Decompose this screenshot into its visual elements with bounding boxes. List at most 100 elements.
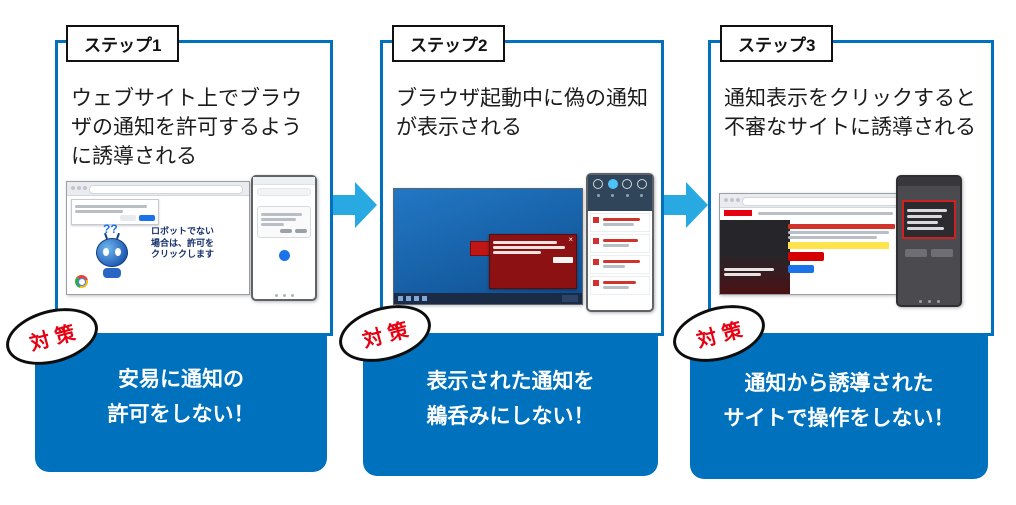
browser-toolbar xyxy=(67,182,249,196)
countermeasure-line: サイトで操作をしない！ xyxy=(723,406,955,430)
site-menu-lines xyxy=(758,210,908,217)
windows-taskbar xyxy=(394,293,582,304)
flow-arrow-icon xyxy=(333,182,377,233)
robot-head xyxy=(96,232,128,267)
countermeasure-line: 許可をしない！ xyxy=(107,403,255,426)
body-text-line xyxy=(788,231,890,234)
block-button xyxy=(280,229,292,233)
phone-status-bar xyxy=(898,177,960,186)
warning-text-line xyxy=(907,227,945,230)
taskbar-icon xyxy=(398,296,403,301)
countermeasure-line: 安易に通知の xyxy=(118,368,244,392)
phone-nav-bar xyxy=(253,294,315,297)
blue-circle-icon xyxy=(278,250,290,261)
robot-speech-text: ロボットでない場合は、許可をクリックします xyxy=(151,226,215,260)
countermeasure-line: 鵜呑みにしない！ xyxy=(426,405,595,428)
close-icon: × xyxy=(568,235,573,244)
cancel-button xyxy=(905,249,927,257)
notification-permission-dialog xyxy=(71,199,159,225)
step3-phone-screenshot xyxy=(896,175,962,307)
robot-eye xyxy=(115,248,121,256)
step-2-label: ステップ2 xyxy=(410,36,488,55)
fake-notification-item xyxy=(590,213,650,232)
chrome-logo-icon xyxy=(75,275,88,288)
step2-desktop-screenshot: × xyxy=(393,188,583,305)
phone-status-bar xyxy=(253,177,315,185)
warning-icon xyxy=(593,238,599,244)
notification-text-line xyxy=(603,218,641,221)
warning-text-line xyxy=(907,215,943,218)
step-3-card: 通知表示をクリックすると不審なサイトに誘導される xyxy=(708,40,994,336)
taisaku-label: 対策 xyxy=(360,317,417,353)
warning-icon xyxy=(593,217,599,223)
countermeasure-line: 表示された通知を xyxy=(426,370,595,394)
step-3-description: 通知表示をクリックすると不審なサイトに誘導される xyxy=(724,87,976,139)
download-button xyxy=(788,265,814,273)
dialog-text-line xyxy=(261,218,296,221)
step-3-tab: ステップ3 xyxy=(720,25,834,62)
taskbar-icon xyxy=(414,296,419,301)
hero-text-line xyxy=(724,268,774,271)
address-bar xyxy=(89,185,243,194)
address-bar xyxy=(742,197,906,206)
quick-settings-panel xyxy=(588,175,652,211)
step-3-label: ステップ3 xyxy=(738,36,816,55)
step-1-label: ステップ1 xyxy=(84,36,162,55)
warning-icon xyxy=(593,259,599,265)
quick-settings-dots xyxy=(591,194,649,197)
quick-settings-icons xyxy=(591,179,649,189)
window-control-icons xyxy=(71,186,87,190)
dialog-text-line xyxy=(75,210,123,213)
warning-buttons xyxy=(898,249,960,257)
yellow-highlight-bar xyxy=(788,242,890,249)
notification-text-line xyxy=(603,260,641,263)
step3-browser-screenshot xyxy=(719,193,913,295)
phone-address-bar xyxy=(257,188,311,196)
step-1-description: ウェブサイト上でブラウザの通知を許可するように誘導される xyxy=(71,87,302,168)
toast-text-line xyxy=(493,241,557,244)
warning-text-line xyxy=(907,221,938,224)
countermeasure-line: 通知から誘導された xyxy=(744,371,934,395)
warning-icon xyxy=(593,280,599,286)
phone-permission-dialog xyxy=(257,206,311,238)
robot-eye xyxy=(103,248,109,256)
install-button xyxy=(931,249,953,257)
step-2-description: ブラウザ起動中に偽の通知が表示される xyxy=(396,87,648,139)
body-text-line xyxy=(788,236,878,239)
step-2-card: ブラウザ起動中に偽の通知が表示される × xyxy=(380,40,664,336)
robot-character: ?? xyxy=(91,222,133,278)
browser-toolbar xyxy=(720,194,912,208)
step-1-card: ウェブサイト上でブラウザの通知を許可するように誘導される ?? xyxy=(55,40,333,336)
flow-arrow-icon xyxy=(664,182,708,233)
menu-text-line xyxy=(758,212,893,215)
window-control-icons xyxy=(724,198,740,202)
question-marks: ?? xyxy=(103,222,118,236)
block-button xyxy=(120,215,136,221)
notification-text-line xyxy=(603,239,639,242)
taisaku-label: 対策 xyxy=(694,317,751,353)
toast-text-line xyxy=(493,246,565,249)
fake-notification-item xyxy=(590,234,650,253)
notification-text-line xyxy=(603,223,634,226)
dialog-text-line xyxy=(261,213,303,216)
step1-browser-screenshot: ?? ロボットでない場合は、許可をクリックします xyxy=(66,181,250,295)
toast-text-line xyxy=(493,251,541,254)
warning-text-line xyxy=(907,209,947,212)
hero-text-line xyxy=(724,273,762,276)
fake-notification-toast: × xyxy=(489,234,577,289)
fake-notification-item xyxy=(590,276,650,295)
notification-text-line xyxy=(603,281,636,284)
notification-text-line xyxy=(603,286,630,289)
dialog-buttons xyxy=(75,215,155,221)
dialog-text-line xyxy=(261,223,284,226)
dialog-buttons xyxy=(261,229,307,233)
phone-nav-bar xyxy=(898,300,960,303)
robot-antenna xyxy=(116,232,120,240)
step-2-tab: ステップ2 xyxy=(392,25,506,62)
hero-image-block xyxy=(720,220,790,294)
step-1-countermeasure-box: 安易に通知の 許可をしない！ xyxy=(35,324,327,472)
fake-security-brand-logo xyxy=(724,210,752,216)
taskbar-clock xyxy=(562,295,578,302)
step-1-tab: ステップ1 xyxy=(66,25,180,62)
